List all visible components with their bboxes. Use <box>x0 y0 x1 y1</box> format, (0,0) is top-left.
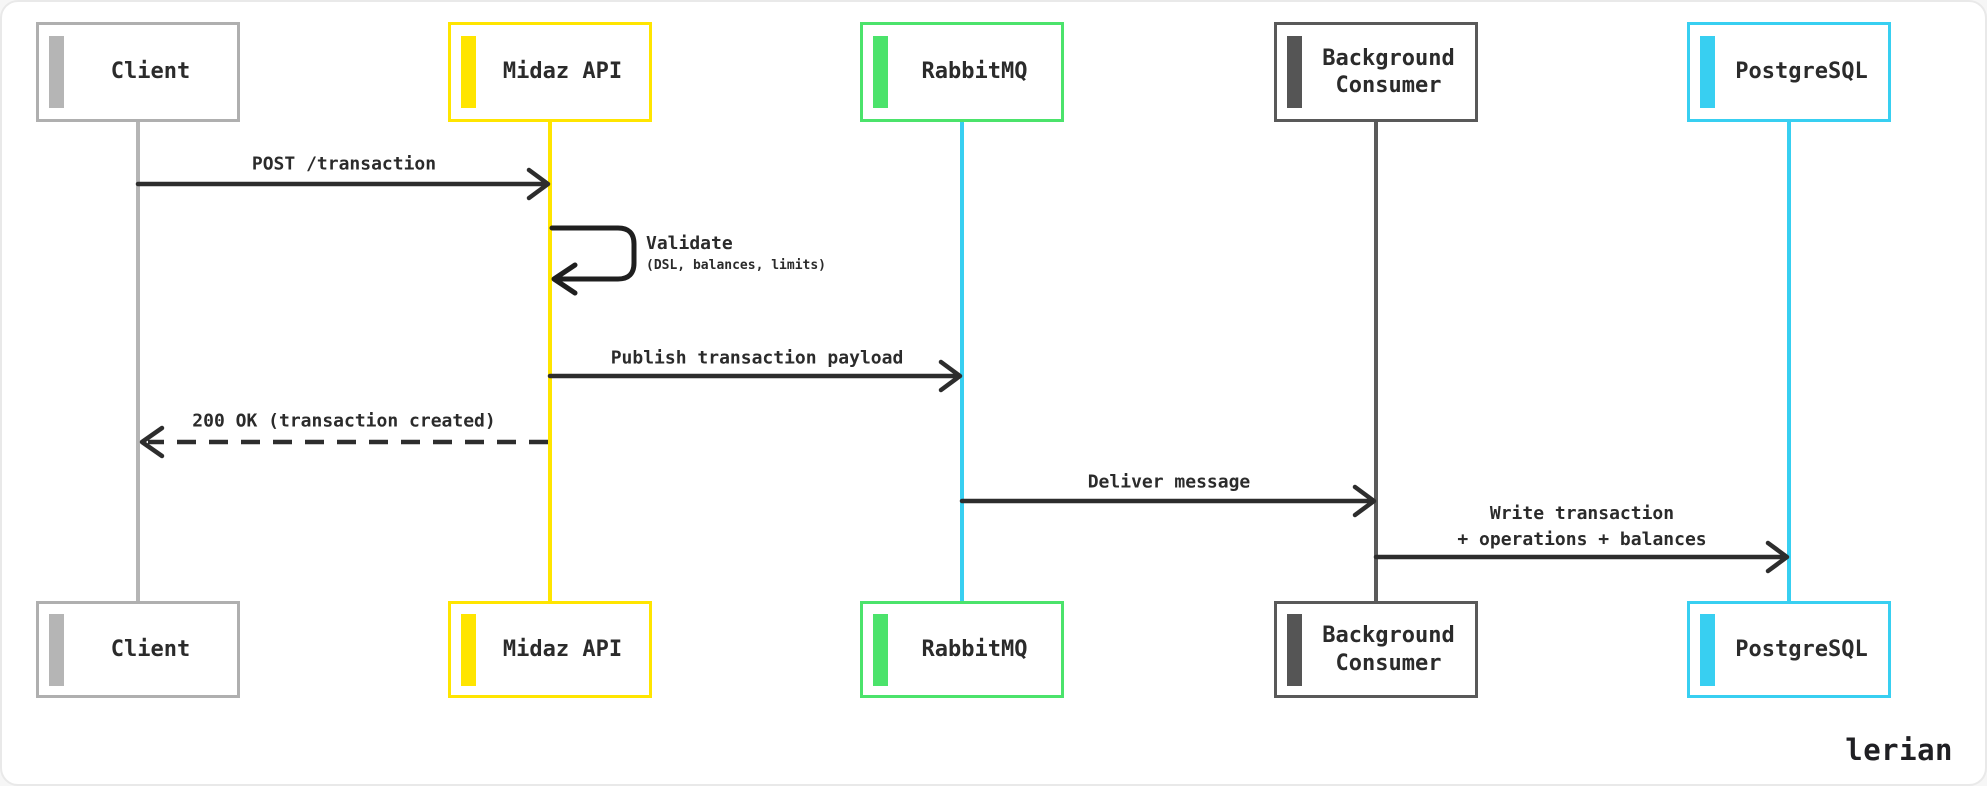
client-accent-bar <box>49 613 64 686</box>
participant-background-consumer-bottom: Background Consumer <box>1274 601 1478 698</box>
participant-label: Background Consumer <box>1322 623 1455 676</box>
lerian-logo: lerian <box>1845 733 1953 767</box>
participant-label: Midaz API <box>502 636 623 662</box>
write-transaction-line2: + operations + balances <box>1457 529 1707 550</box>
write-transaction-arrow <box>1373 540 1790 574</box>
participant-label: RabbitMQ <box>921 59 1028 85</box>
publish-payload-arrow <box>547 359 963 393</box>
participant-rabbitmq-top: RabbitMQ <box>860 22 1064 122</box>
midaz-api-accent-bar <box>461 36 476 108</box>
message-label-deliver-message: Deliver message <box>1087 471 1251 493</box>
participant-postgresql-bottom: PostgreSQL <box>1687 601 1891 698</box>
participant-midaz-api-top: Midaz API <box>448 22 652 122</box>
postgresql-accent-bar <box>1700 36 1715 108</box>
response-200-arrowhead <box>139 425 165 459</box>
participant-midaz-api-bottom: Midaz API <box>448 601 652 698</box>
deliver-message-arrow <box>959 484 1377 518</box>
participant-label: Midaz API <box>502 59 623 85</box>
participant-postgresql-top: PostgreSQL <box>1687 22 1891 122</box>
rabbitmq-accent-bar <box>873 36 888 108</box>
participant-label: RabbitMQ <box>921 636 1028 662</box>
message-label-post-transaction: POST /transaction <box>251 153 437 175</box>
message-label-publish-payload: Publish transaction payload <box>610 347 904 369</box>
client-accent-bar <box>49 36 64 108</box>
post-transaction-arrow <box>135 167 551 201</box>
participant-label: Client <box>110 636 191 662</box>
message-label-validate: Validate (DSL, balances, limits) <box>646 233 826 273</box>
participant-rabbitmq-bottom: RabbitMQ <box>860 601 1064 698</box>
participant-client-bottom: Client <box>36 601 240 698</box>
participant-label: Client <box>110 59 191 85</box>
write-transaction-line1: Write transaction <box>1489 503 1675 524</box>
postgresql-accent-bar <box>1700 613 1715 686</box>
background-consumer-accent-bar <box>1287 36 1302 108</box>
validate-self-loop-arrow <box>549 225 637 296</box>
midaz-api-accent-bar <box>461 613 476 686</box>
participant-client-top: Client <box>36 22 240 122</box>
participant-label: Background Consumer <box>1322 45 1455 99</box>
message-label-200-ok: 200 OK (transaction created) <box>192 410 496 432</box>
validate-title: Validate <box>646 233 733 254</box>
rabbitmq-accent-bar <box>873 613 888 686</box>
participant-label: PostgreSQL <box>1735 59 1868 85</box>
message-label-write-transaction: Write transaction + operations + balance… <box>1457 501 1706 553</box>
participant-label: PostgreSQL <box>1735 636 1868 662</box>
background-consumer-accent-bar <box>1287 613 1302 686</box>
validate-subtitle: (DSL, balances, limits) <box>646 258 827 273</box>
participant-background-consumer-top: Background Consumer <box>1274 22 1478 122</box>
